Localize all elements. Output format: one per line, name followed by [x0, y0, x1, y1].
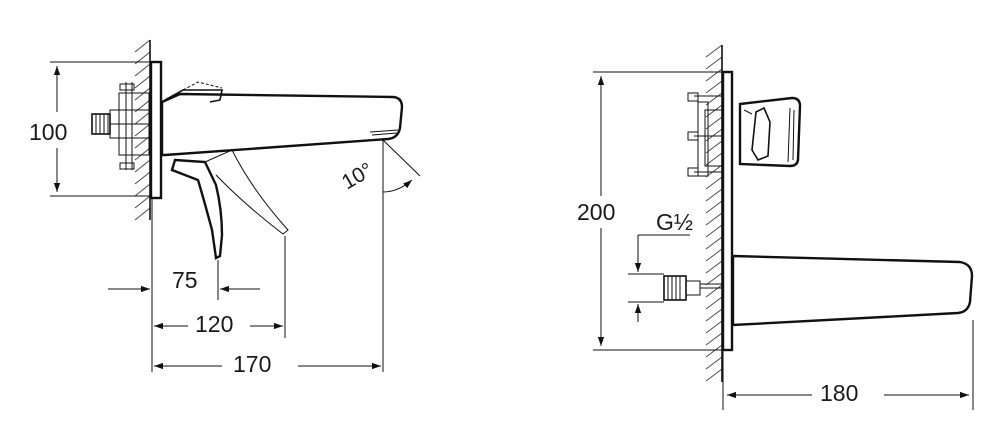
- lever-top: [164, 89, 223, 103]
- dim-height-right: 200: [577, 199, 615, 225]
- dim-lever-reach: 120: [195, 311, 233, 337]
- lever: [170, 158, 224, 260]
- side-view: 100 10° 75 120 170: [29, 39, 421, 377]
- dim-angle: 10°: [338, 158, 377, 194]
- rough-in-body: [91, 82, 151, 170]
- cover-plate-tall: [721, 70, 734, 352]
- dim-height-left: 100: [29, 119, 67, 145]
- wall-hatch-right: [705, 44, 723, 382]
- dim-lever-offset: 75: [172, 267, 198, 293]
- dim-depth: 180: [820, 380, 858, 406]
- spout: [160, 92, 404, 157]
- spout-side: [731, 254, 974, 327]
- lever-open-position: [204, 149, 289, 235]
- cover-plate: [149, 60, 163, 200]
- rear-view: G½ 200 180: [577, 44, 974, 410]
- dim-thread: G½: [656, 209, 693, 235]
- dim-spout-reach: 170: [233, 351, 271, 377]
- inlet-connector: [663, 275, 722, 301]
- wall-hatch-left: [134, 39, 151, 221]
- rough-in-body-rear: [687, 92, 723, 177]
- lever-handle: [738, 96, 802, 168]
